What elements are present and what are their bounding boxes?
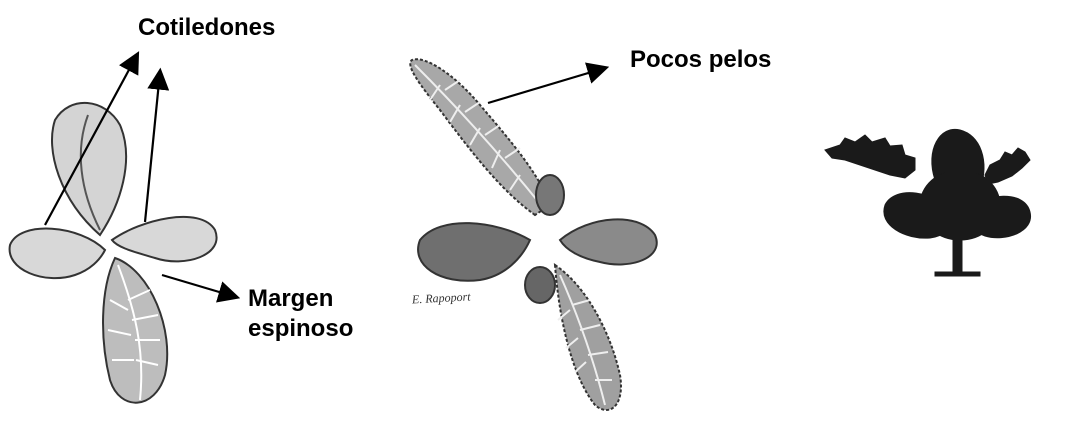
arrow-cotiledones-right [145,72,160,222]
artist-signature: E. Rapoport [411,289,472,306]
label-margen-line1: Margen [248,285,333,312]
seedling-middle-cotyledon-right [560,219,657,264]
label-cotiledones: Cotiledones [138,14,275,41]
silhouette-right-leaf [985,148,1030,184]
arrow-margen-espinoso [162,275,236,297]
label-pocos-pelos: Pocos pelos [630,46,771,73]
seedling-middle-cotyledon-left [418,223,530,281]
arrow-pocos-pelos [488,68,605,103]
silhouette-left-leaf [825,135,915,178]
seedling-left-cotyledon-left [10,229,105,279]
seedling-left [10,103,217,403]
seedling-silhouette [825,129,1031,276]
label-margen-line2: espinoso [248,315,353,342]
seedling-left-upper-leaf [52,103,126,235]
seedling-middle: E. Rapoport [410,59,656,410]
seedling-left-cotyledon-right [112,217,217,261]
silhouette-stem [953,235,962,275]
